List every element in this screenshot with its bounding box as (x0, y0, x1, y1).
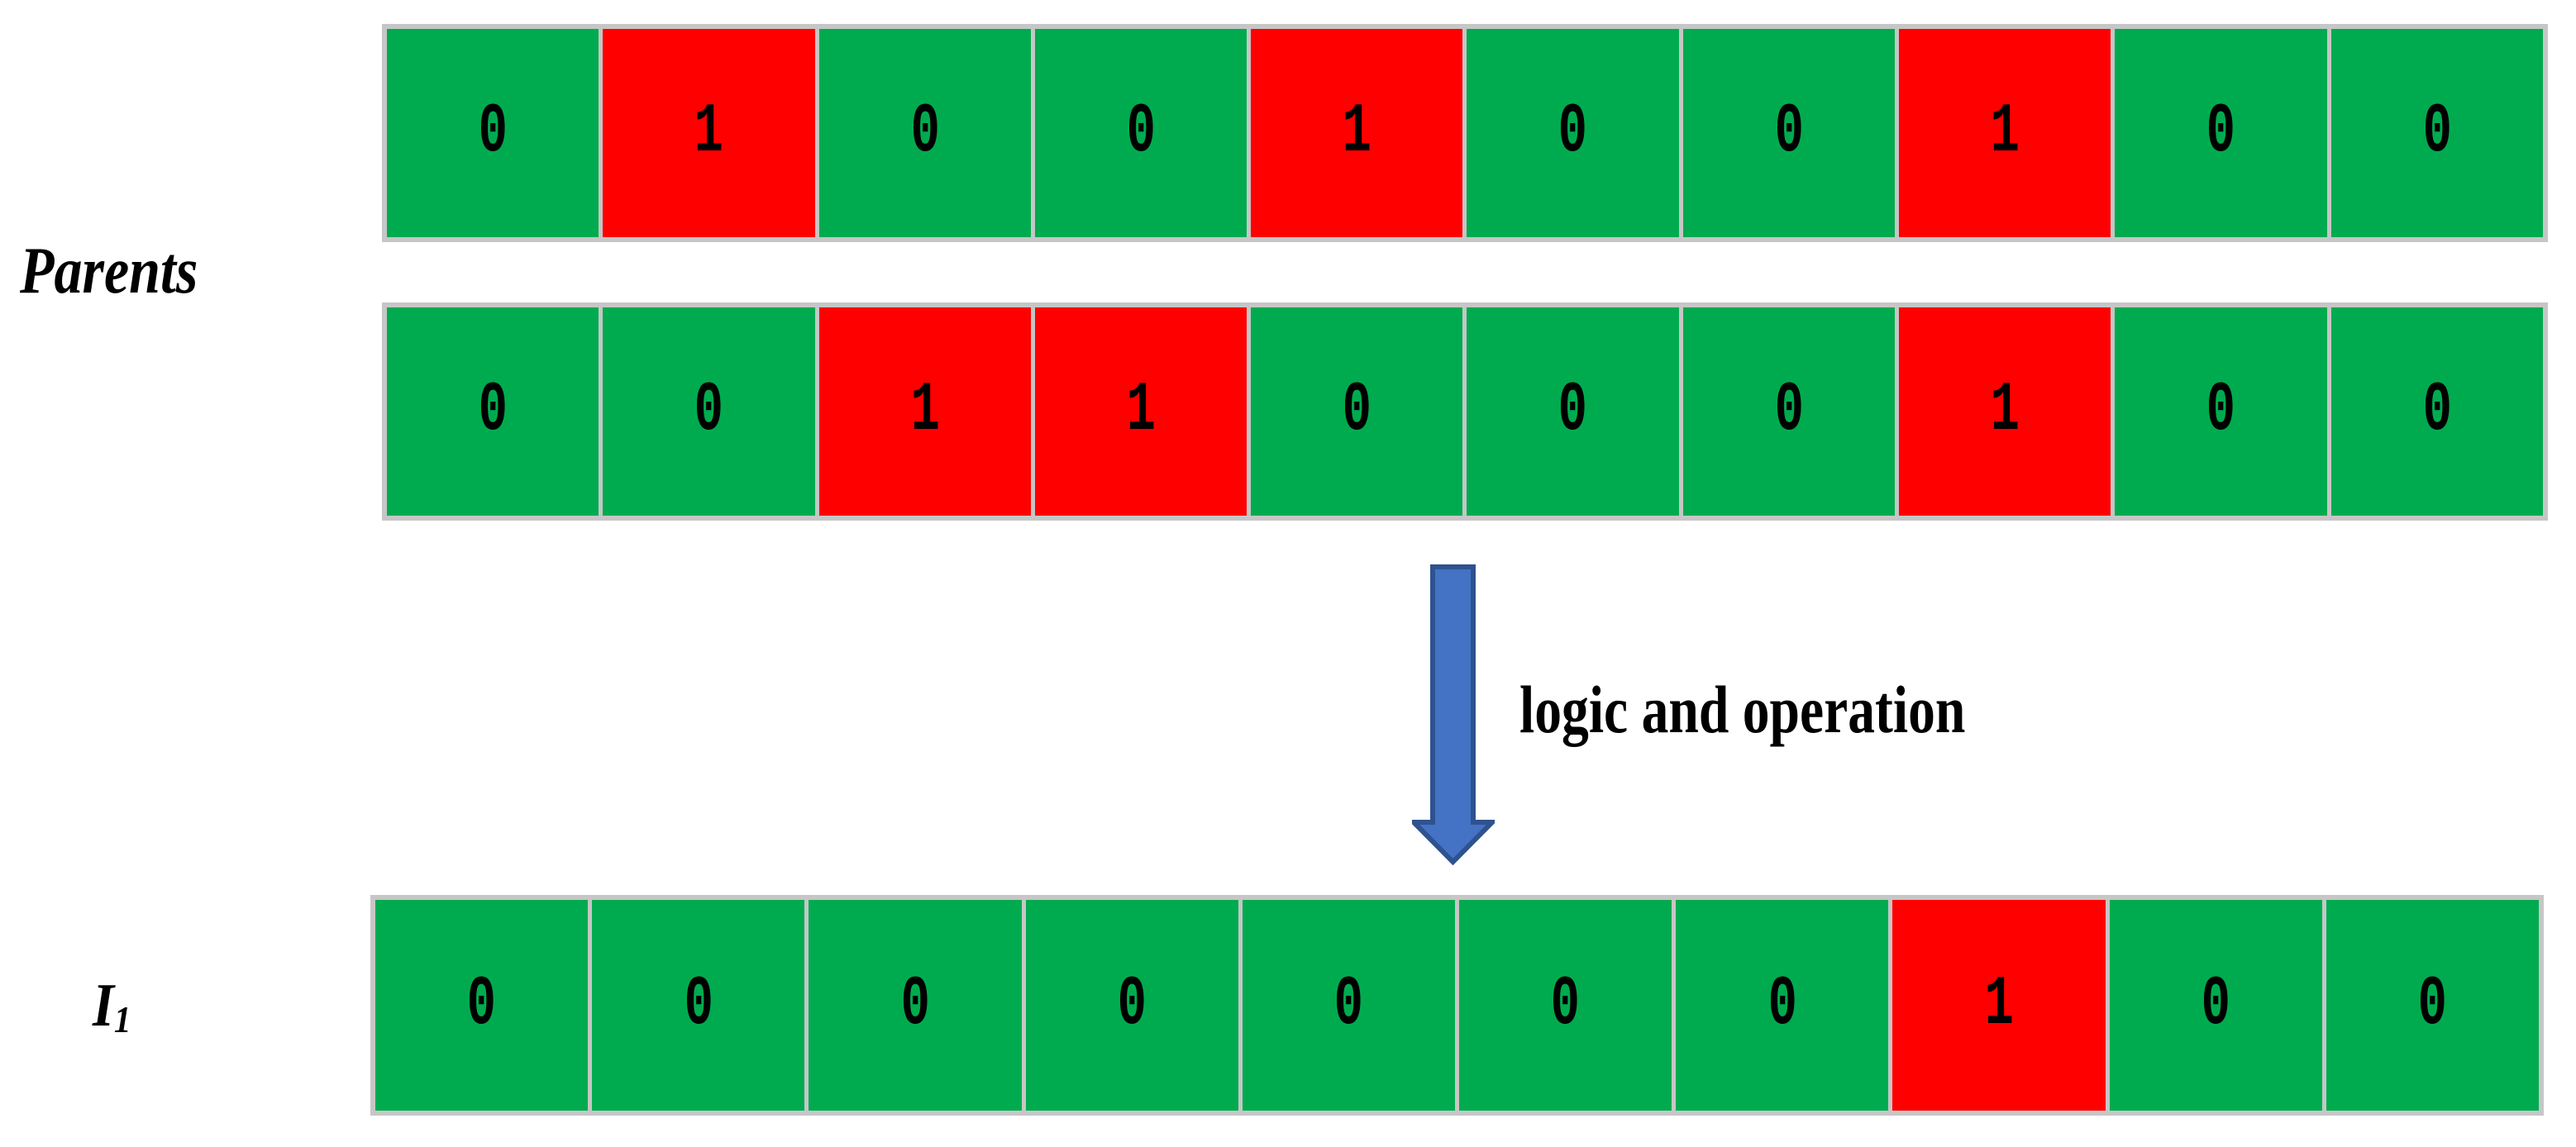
bit-cell-zero: 0 (1242, 900, 1456, 1111)
bit-cell-zero: 0 (2109, 900, 2322, 1111)
parents-label: Parents (20, 235, 198, 307)
bit-cell-zero: 0 (1682, 29, 1896, 237)
bit-cell-zero: 0 (603, 307, 815, 516)
bit-value: 0 (1550, 965, 1581, 1045)
result-label-base: I (93, 972, 114, 1040)
bit-cell-one: 1 (1892, 900, 2106, 1111)
bit-cell-one: 1 (603, 29, 815, 237)
bit-cell-zero: 0 (1682, 307, 1896, 516)
bit-cell-zero: 0 (1459, 900, 1672, 1111)
bit-value: 0 (478, 93, 508, 172)
bit-cell-zero: 0 (2115, 29, 2327, 237)
bit-value: 0 (910, 93, 940, 172)
bit-cell-zero: 0 (375, 900, 589, 1111)
bit-value: 0 (684, 965, 713, 1045)
bit-value: 0 (1342, 372, 1371, 450)
result-label-subscript: 1 (113, 998, 131, 1041)
bit-value: 0 (1774, 93, 1804, 172)
bit-cell-zero: 0 (1467, 29, 1679, 237)
bit-cell-zero: 0 (2326, 900, 2540, 1111)
bit-cell-zero: 0 (2330, 29, 2543, 237)
bit-value: 0 (1558, 372, 1588, 450)
bit-value: 1 (1342, 93, 1371, 172)
bit-cell-zero: 0 (1025, 900, 1238, 1111)
parent-row-1: 0 1 0 0 1 0 0 1 0 0 (382, 24, 2548, 242)
bit-value: 1 (1990, 372, 2020, 450)
bit-value: 1 (1126, 372, 1156, 450)
bit-value: 0 (478, 372, 508, 450)
bit-value: 1 (1990, 93, 2020, 172)
bit-value: 0 (1117, 965, 1147, 1045)
bit-value: 0 (2417, 965, 2448, 1045)
bit-value: 1 (910, 372, 940, 450)
bit-cell-zero: 0 (1251, 307, 1463, 516)
bit-value: 0 (1333, 965, 1364, 1045)
down-arrow-icon (1412, 564, 1495, 865)
operation-label: logic and operation (1519, 672, 1966, 747)
bit-cell-zero: 0 (1034, 29, 1247, 237)
bit-cell-one: 1 (818, 307, 1031, 516)
bit-value: 0 (1558, 93, 1588, 172)
bit-cell-zero: 0 (818, 29, 1031, 237)
parent-row-2: 0 0 1 1 0 0 0 1 0 0 (382, 302, 2548, 521)
bit-cell-one: 1 (1251, 29, 1463, 237)
bit-cell-one: 1 (1899, 307, 2111, 516)
bit-cell-one: 1 (1034, 307, 1247, 516)
bit-value: 0 (694, 372, 724, 450)
bit-cell-one: 1 (1899, 29, 2111, 237)
bit-value: 0 (2422, 93, 2452, 172)
bit-value: 1 (694, 93, 724, 172)
bit-value: 0 (900, 965, 930, 1045)
bit-value: 0 (2206, 93, 2236, 172)
offspring-row-i1: 0 0 0 0 0 0 0 1 0 0 (370, 895, 2544, 1116)
bit-cell-zero: 0 (2115, 307, 2327, 516)
bit-cell-zero: 0 (1467, 307, 1679, 516)
result-label: I1 (93, 975, 131, 1039)
bit-cell-zero: 0 (387, 29, 599, 237)
bit-value: 0 (2206, 372, 2236, 450)
bit-cell-zero: 0 (809, 900, 1022, 1111)
bit-cell-zero: 0 (387, 307, 599, 516)
bit-cell-zero: 0 (1676, 900, 1889, 1111)
bit-value: 0 (466, 965, 497, 1045)
bit-value: 1 (1984, 965, 2014, 1045)
bit-value: 0 (2201, 965, 2230, 1045)
bit-cell-zero: 0 (592, 900, 805, 1111)
bit-value: 0 (2422, 372, 2452, 450)
bit-cell-zero: 0 (2330, 307, 2543, 516)
bit-value: 0 (1126, 93, 1156, 172)
bit-value: 0 (1774, 372, 1804, 450)
bit-value: 0 (1767, 965, 1797, 1045)
